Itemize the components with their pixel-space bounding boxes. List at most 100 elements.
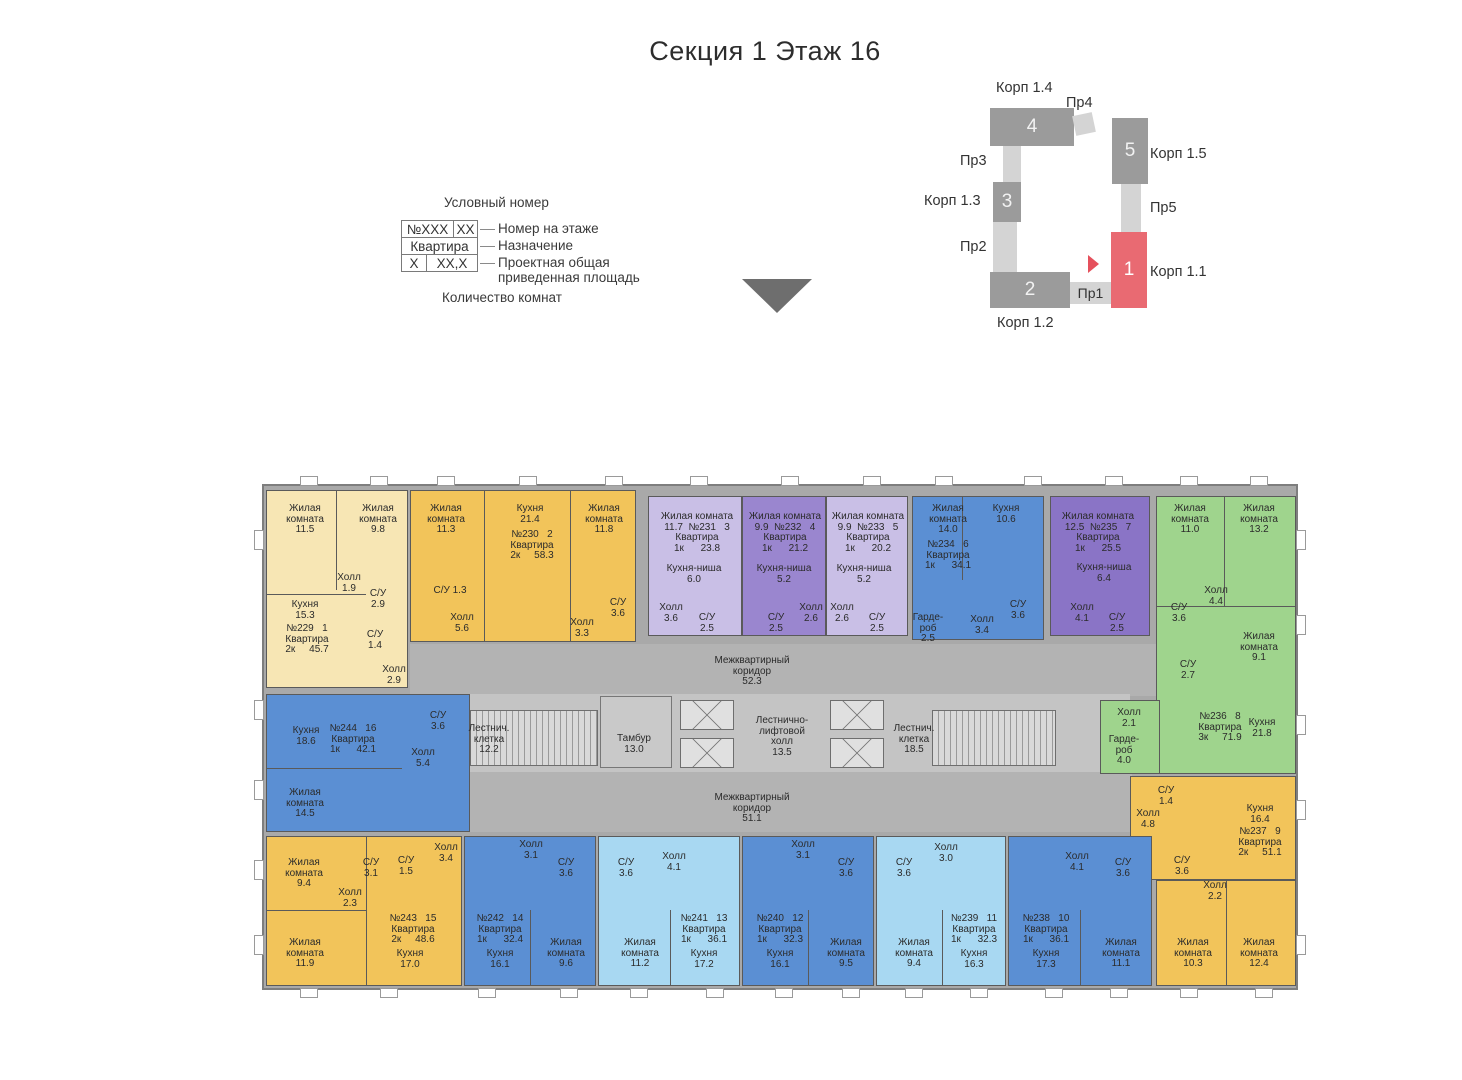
- balcony: [1105, 476, 1123, 486]
- room-label: Кухня-ниша 5.2: [836, 563, 892, 585]
- room-label: С/У 3.6: [1170, 602, 1188, 624]
- room-label: Кухня-ниша 6.0: [666, 563, 722, 585]
- apartment-label-243: №243 15 Квартира 2к 48.6: [389, 913, 437, 945]
- balcony: [1296, 530, 1306, 550]
- balcony: [935, 476, 953, 486]
- balcony: [1180, 476, 1198, 486]
- room-label: Холл 2.9: [382, 664, 406, 686]
- room-label: С/У 3.6: [609, 597, 627, 619]
- balcony: [1110, 988, 1128, 998]
- room-label: Холл 3.1: [791, 839, 815, 861]
- stairwell-left: [470, 710, 598, 766]
- room-label: С/У 3.6: [557, 857, 575, 879]
- site-building-2: 2: [990, 272, 1070, 308]
- balcony: [1045, 988, 1063, 998]
- site-label-pr5: Пр5: [1150, 200, 1177, 216]
- apartment-244[interactable]: [266, 694, 470, 832]
- room-label: С/У 2.7: [1179, 659, 1197, 681]
- balcony: [842, 988, 860, 998]
- apartment-236[interactable]: [1156, 496, 1296, 774]
- balcony: [254, 860, 264, 880]
- room-label: Кухня 21.8: [1248, 717, 1276, 739]
- balcony: [1180, 988, 1198, 998]
- elevator: [680, 738, 734, 768]
- room-label: С/У 3.6: [895, 857, 913, 879]
- site-label-pr4: Пр4: [1066, 95, 1093, 111]
- site-building-3: 3: [993, 182, 1021, 222]
- room-label: С/У 3.6: [1173, 855, 1191, 877]
- room-label: Жилая комната 9.4: [285, 857, 323, 889]
- balcony: [300, 988, 318, 998]
- site-building-1-active: 1: [1111, 232, 1147, 308]
- room-label: Холл 3.1: [519, 839, 543, 861]
- room-label: С/У 3.6: [1114, 857, 1132, 879]
- apartment-232[interactable]: [742, 496, 826, 636]
- lift-hall-label: Лестнично- лифтовой холл 13.5: [755, 715, 809, 758]
- balcony: [254, 780, 264, 800]
- apartment-234[interactable]: [912, 496, 1044, 640]
- balcony: [254, 530, 264, 550]
- apartment-241[interactable]: [598, 836, 740, 986]
- room-label: Жилая комната 9.1: [1240, 631, 1278, 663]
- elevator: [680, 700, 734, 730]
- site-label-k14: Корп 1.4: [996, 80, 1053, 96]
- apartment-230[interactable]: [410, 490, 636, 642]
- room-label: С/У 3.6: [617, 857, 635, 879]
- apartment-229[interactable]: [266, 490, 408, 688]
- balcony: [781, 476, 799, 486]
- apartment-231[interactable]: [648, 496, 742, 636]
- room-label: Жилая комната 14.5: [286, 787, 324, 819]
- room-label: Холл 3.4: [434, 842, 458, 864]
- room-label: Кухня 18.6: [292, 725, 320, 747]
- site-label-pr2: Пр2: [960, 239, 987, 255]
- balcony: [863, 476, 881, 486]
- legend-box-floor-no: XX: [453, 220, 478, 238]
- room-label: Холл 2.6: [799, 602, 823, 624]
- room-label: Холл 4.1: [1070, 602, 1094, 624]
- room-label: С/У 2.5: [1108, 612, 1126, 634]
- balcony: [706, 988, 724, 998]
- balcony: [1296, 800, 1306, 820]
- legend-box-number: №XXX: [401, 220, 454, 238]
- room-label: Кухня 16.3: [960, 948, 988, 970]
- legend-box-purpose: Квартира: [401, 237, 478, 255]
- room-label: Холл 5.4: [411, 747, 435, 769]
- apartment-239[interactable]: [876, 836, 1006, 986]
- room-label: С/У 1.3: [433, 585, 467, 596]
- apartment-label-242: №242 14 Квартира 1к 32.4: [476, 913, 524, 945]
- room-label: Жилая комната 11.2: [621, 937, 659, 969]
- balcony: [605, 476, 623, 486]
- room-label: С/У 1.4: [366, 629, 384, 651]
- site-passage-2: [993, 222, 1017, 272]
- legend-room-count: Количество комнат: [442, 290, 562, 305]
- room-label: Холл 2.3: [338, 887, 362, 909]
- apartment-243[interactable]: [266, 836, 462, 986]
- site-label-pr3: Пр3: [960, 153, 987, 169]
- apartment-label-244: №244 16 Квартира 1к 42.1: [329, 723, 377, 755]
- room-label: Холл 1.9: [337, 572, 361, 594]
- legend-area-line2: приведенная площадь: [498, 270, 640, 285]
- room-label: Жилая комната 11.0: [1171, 503, 1209, 535]
- apartment-label-238: №238 10 Квартира 1к 36.1: [1022, 913, 1070, 945]
- apartment-233[interactable]: [826, 496, 908, 636]
- room-label: Жилая комната 9.8: [359, 503, 397, 535]
- entrance-arrow-icon: [742, 279, 812, 313]
- room-label: Жилая комната 11.1: [1102, 937, 1140, 969]
- room-label: Жилая комната 13.2: [1240, 503, 1278, 535]
- site-passage-1: Пр1: [1070, 282, 1111, 304]
- apartment-237[interactable]: [1130, 776, 1296, 880]
- room-label: Жилая комната 9.4: [895, 937, 933, 969]
- apartment-236-hall: [1100, 700, 1160, 774]
- legend-leader: [480, 229, 495, 230]
- stairwell-right: [932, 710, 1056, 766]
- room-label: Жилая комната 10.3: [1174, 937, 1212, 969]
- legend-conditional-number: Условный номер: [444, 195, 549, 210]
- balcony: [254, 935, 264, 955]
- room-label: Холл 2.6: [830, 602, 854, 624]
- balcony: [1250, 476, 1268, 486]
- apartment-label-240: №240 12 Квартира 1к 32.3: [756, 913, 804, 945]
- balcony: [1296, 715, 1306, 735]
- room-label: С/У 2.5: [698, 612, 716, 634]
- apartment-235[interactable]: [1050, 496, 1150, 636]
- legend-purpose: Назначение: [498, 238, 574, 253]
